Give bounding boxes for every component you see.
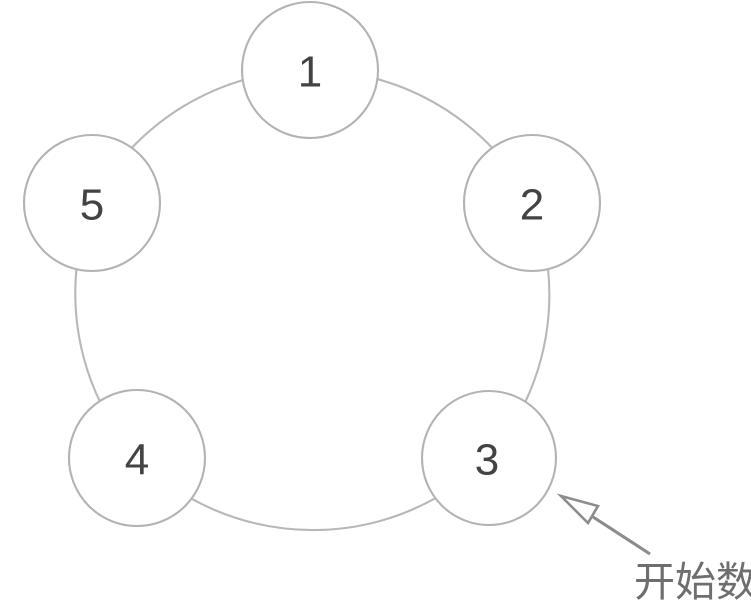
node-3-label: 3 (475, 436, 499, 485)
node-4-circle[interactable] (67, 388, 207, 528)
start-annotation (556, 493, 651, 556)
node-2[interactable]: 2 (462, 133, 602, 273)
annotation-label: 开始数 (634, 558, 751, 603)
annotation-arrow-shaft (589, 513, 651, 556)
node-4-label: 4 (125, 436, 149, 485)
node-5-label: 5 (80, 181, 104, 230)
node-2-circle[interactable] (462, 133, 602, 273)
node-2-label: 2 (520, 181, 544, 230)
node-4[interactable]: 4 (67, 388, 207, 528)
node-1-label: 1 (298, 48, 322, 97)
annotation-arrow-head-icon (556, 493, 600, 526)
node-1[interactable]: 1 (240, 0, 380, 140)
node-1-circle[interactable] (240, 0, 380, 140)
node-5[interactable]: 5 (22, 133, 162, 273)
node-5-circle[interactable] (22, 133, 162, 273)
node-3-circle[interactable] (420, 389, 558, 527)
node-3[interactable]: 3 (420, 389, 558, 527)
